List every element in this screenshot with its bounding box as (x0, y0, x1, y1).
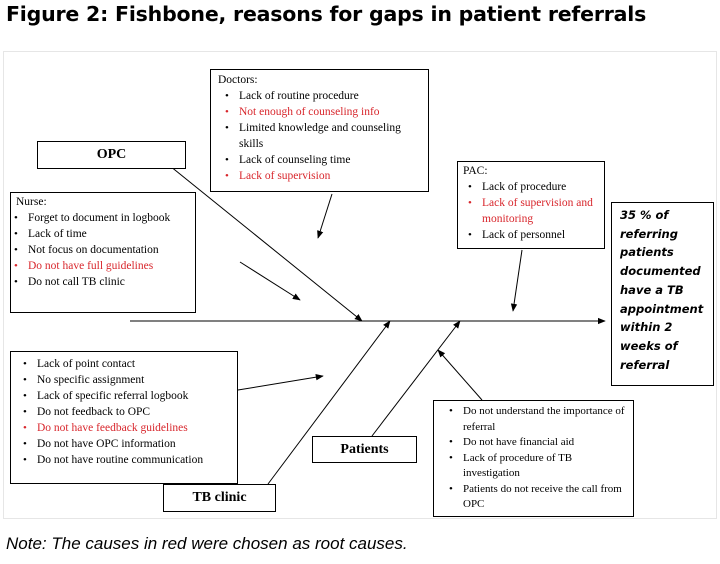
effect-line: have a TB (620, 282, 684, 297)
effect-line: patients (620, 245, 674, 260)
cause-item: Not enough of counseling info (225, 104, 424, 120)
effect-line: referring (620, 226, 678, 241)
figure-title: Figure 2: Fishbone, reasons for gaps in … (6, 2, 647, 26)
doctors-arrow (317, 193, 333, 239)
category-patients: Patients (312, 436, 417, 463)
cause-item: Do not have routine communication (23, 452, 237, 468)
nurse-arrow (239, 261, 301, 301)
effect-line: appointment (620, 301, 704, 316)
effect-box: 35 % of referring patients documented have a… (611, 202, 714, 386)
pac-arrow (510, 249, 523, 312)
tb-clinic-causes-arrow (237, 374, 324, 391)
nurse-title: Nurse: (16, 196, 47, 208)
cause-item: Limited knowledge and counseling skills (225, 120, 424, 152)
patients-causes-list: Do not understand the importance of refe… (449, 404, 631, 513)
patients-causes-arrow (437, 349, 483, 401)
cause-item: Lack of counseling time (225, 152, 424, 168)
cause-item: Do not feedback to OPC (23, 404, 237, 420)
cause-item: Lack of procedure (468, 179, 606, 195)
pac-title: PAC: (463, 165, 488, 177)
cause-item: Patients do not receive the call from OP… (449, 482, 631, 513)
effect-line: referral (620, 357, 670, 372)
category-tb-clinic: TB clinic (163, 484, 276, 512)
effect-line: within 2 (620, 320, 673, 335)
cause-item: Lack of personnel (468, 227, 606, 243)
cause-item: Do not call TB clinic (14, 274, 196, 290)
cause-item: Lack of supervision and monitoring (468, 195, 606, 227)
doctors-title: Doctors: (218, 74, 258, 86)
tb-clinic-causes-box: Lack of point contactNo specific assignm… (10, 351, 238, 484)
category-opc-label: OPC (96, 147, 127, 162)
effect-line: weeks of (620, 338, 678, 353)
cause-item: Do not have financial aid (449, 435, 631, 451)
effect-line: 35 % of (620, 208, 669, 222)
category-opc: OPC (37, 141, 186, 169)
nurse-causes-box: Nurse: Forget to document in logbookLack… (10, 192, 196, 313)
doctors-causes-box: Doctors: Lack of routine procedureNot en… (210, 69, 429, 192)
pac-causes-box: PAC: Lack of procedureLack of supervisio… (457, 161, 605, 249)
nurse-causes-list: Forget to document in logbookLack of tim… (14, 210, 196, 290)
cause-item: Forget to document in logbook (14, 210, 196, 226)
cause-item: Do not have full guidelines (14, 258, 196, 274)
tb-clinic-causes-list: Lack of point contactNo specific assignm… (23, 356, 237, 468)
cause-item: Do not have OPC information (23, 436, 237, 452)
cause-item: Do not understand the importance of refe… (449, 404, 631, 435)
cause-item: No specific assignment (23, 372, 237, 388)
opc-bone (169, 165, 363, 322)
effect-line: documented (620, 264, 701, 279)
cause-item: Lack of supervision (225, 168, 424, 184)
patients-bone (371, 320, 461, 437)
category-tb-clinic-label: TB clinic (192, 490, 247, 505)
pac-causes-list: Lack of procedureLack of supervision and… (468, 179, 606, 243)
cause-item: Lack of routine procedure (225, 88, 424, 104)
category-patients-label: Patients (340, 442, 389, 457)
cause-item: Lack of specific referral logbook (23, 388, 237, 404)
cause-item: Lack of time (14, 226, 196, 242)
tb-clinic-bone (267, 320, 391, 485)
doctors-causes-list: Lack of routine procedureNot enough of c… (225, 88, 424, 184)
cause-item: Not focus on documentation (14, 242, 196, 258)
patients-causes-box: Do not understand the importance of refe… (433, 400, 634, 517)
cause-item: Lack of point contact (23, 356, 237, 372)
footnote: Note: The causes in red were chosen as r… (6, 534, 408, 553)
cause-item: Lack of procedure of TB investigation (449, 451, 631, 482)
cause-item: Do not have feedback guidelines (23, 420, 237, 436)
